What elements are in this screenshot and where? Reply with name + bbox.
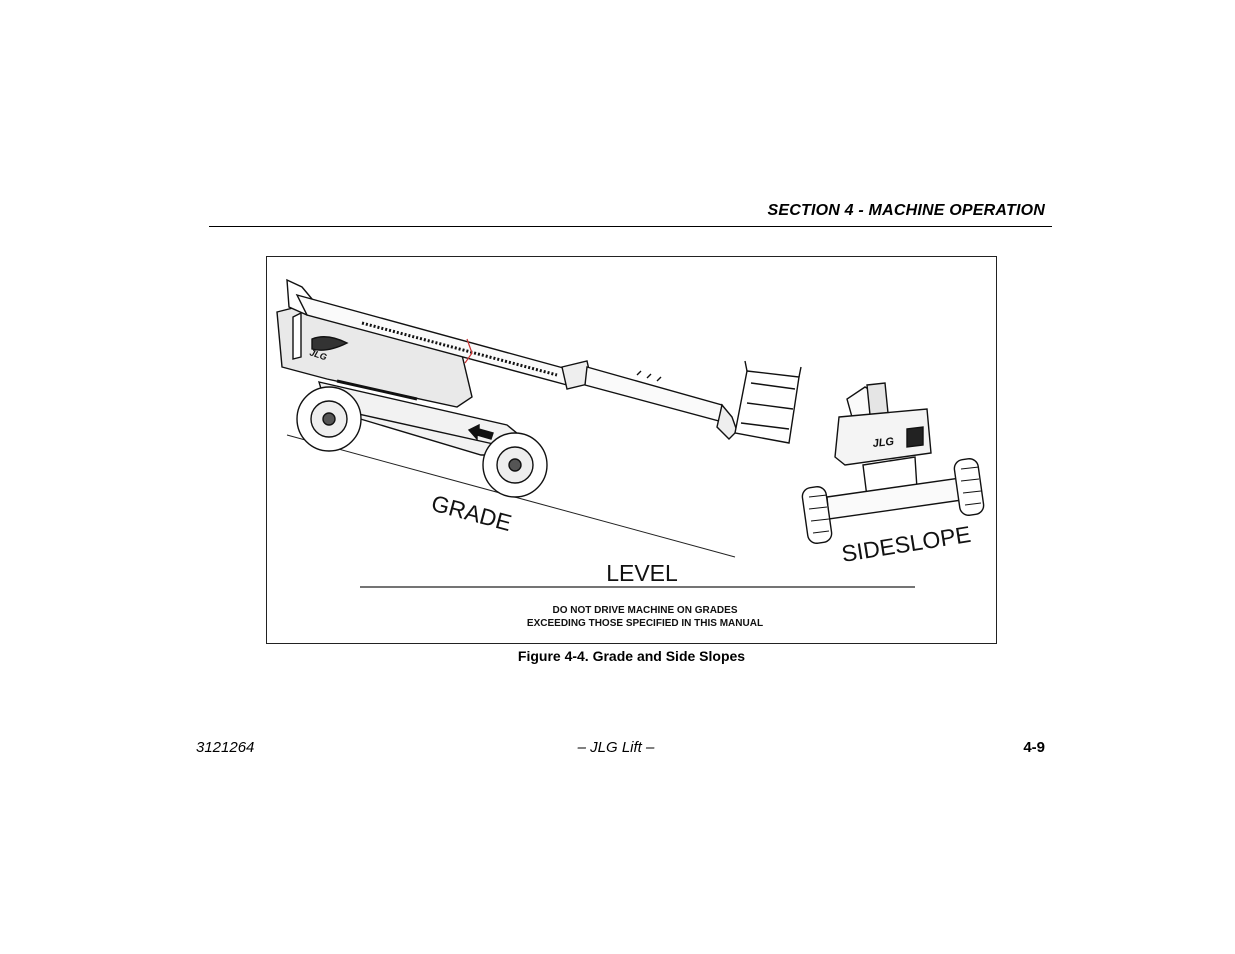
footer-center-text: – JLG Lift –: [577, 739, 655, 756]
grade-and-sideslope-illustration: JLG JLG GRADE LEVEL SIDESLOPE DO NOT DRI…: [276, 278, 985, 629]
footer-doc-number: 3121264: [196, 739, 255, 756]
warning-line-2: EXCEEDING THOSE SPECIFIED IN THIS MANUAL: [527, 618, 763, 629]
warning-line-1: DO NOT DRIVE MACHINE ON GRADES: [552, 605, 737, 616]
boom-lift-side-view: [276, 278, 802, 498]
machine-rear-view: [801, 382, 985, 544]
figure-frame: JLG JLG GRADE LEVEL SIDESLOPE DO NOT DRI…: [266, 256, 997, 644]
section-header-title: SECTION 4 - MACHINE OPERATION: [767, 202, 1045, 219]
brand-rear-logo: JLG: [872, 436, 895, 450]
header-rule: [209, 226, 1052, 227]
level-label: LEVEL: [606, 560, 678, 586]
footer-page-number: 4-9: [1023, 739, 1045, 756]
sideslope-label: SIDESLOPE: [840, 521, 973, 567]
rear-tire-right: [953, 458, 985, 516]
figure-caption: Figure 4-4. Grade and Side Slopes: [517, 648, 746, 664]
rear-tire-left: [801, 486, 833, 544]
grade-label: GRADE: [429, 490, 515, 536]
